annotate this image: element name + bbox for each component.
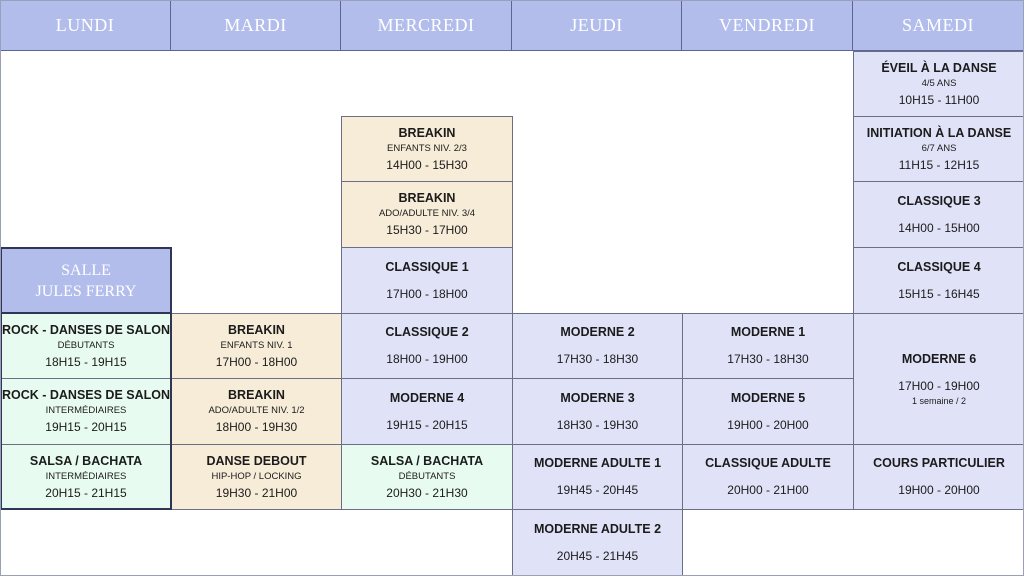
class-title: MODERNE 1 [730, 325, 806, 339]
class-title: MODERNE 2 [560, 325, 635, 339]
class-time: 15H30 - 17H00 [386, 223, 468, 237]
class-note: 1 semaine / 2 [911, 395, 967, 406]
class-time: 11H15 - 12H15 [898, 157, 980, 172]
class-level: INTERMÉDIAIRES [45, 470, 127, 482]
class-title: ROCK - DANSES DE SALON [1, 388, 171, 402]
class-cell-breakin-ado-mer[interactable]: BREAKIN ADO/ADULTE NIV. 3/4 15H30 - 17H00 [341, 181, 513, 248]
class-time: 17H30 - 18H30 [556, 352, 639, 366]
class-time: 20H00 - 21H00 [727, 483, 809, 497]
class-time: 17H00 - 19H00 [898, 378, 980, 393]
class-time: 18H15 - 19H15 [45, 354, 127, 369]
class-time: 19H15 - 20H15 [386, 417, 468, 432]
class-cell-classique-4[interactable]: CLASSIQUE 4 15H15 - 16H45 [853, 247, 1024, 314]
class-level: ENFANTS NIV. 2/3 [387, 142, 467, 154]
class-level: ENFANTS NIV. 1 [220, 339, 293, 351]
class-time: 18H30 - 19H30 [556, 417, 639, 432]
class-title: BREAKIN [398, 125, 456, 140]
class-cell-cours-particulier[interactable]: COURS PARTICULIER 19H00 - 20H00 [853, 444, 1024, 510]
class-title: MODERNE 3 [560, 390, 635, 405]
class-cell-rock-inter[interactable]: ROCK - DANSES DE SALON INTERMÉDIAIRES 19H1… [0, 378, 172, 445]
class-time: 17H00 - 18H00 [386, 286, 468, 301]
class-time: 14H00 - 15H00 [898, 220, 980, 235]
room-label-line1: SALLE [61, 261, 111, 279]
class-cell-classique-adulte[interactable]: CLASSIQUE ADULTE 20H00 - 21H00 [682, 444, 854, 510]
class-title: CLASSIQUE ADULTE [705, 456, 831, 470]
class-cell-salsa-lun[interactable]: SALSA / BACHATA INTERMÉDIAIRES 20H15 - 21H… [0, 444, 172, 510]
class-cell-moderne-2[interactable]: MODERNE 2 17H30 - 18H30 [512, 313, 683, 379]
class-level: ADO/ADULTE NIV. 3/4 [378, 208, 476, 219]
class-cell-salsa-mer[interactable]: SALSA / BACHATA DÉBUTANTS 20H30 - 21H30 [341, 444, 513, 510]
class-time: 19H00 - 20H00 [898, 483, 980, 497]
room-label-line2: JULES FERRY [35, 282, 137, 300]
class-cell-initiation[interactable]: INITIATION À LA DANSE 6/7 ANS 11H15 - 12H1… [853, 116, 1024, 182]
class-time: 20H15 - 21H15 [45, 485, 127, 500]
class-title: BREAKIN [398, 191, 456, 205]
class-time: 17H30 - 18H30 [727, 352, 809, 366]
class-cell-moderne-4[interactable]: MODERNE 4 19H15 - 20H15 [341, 378, 513, 445]
class-title: SALSA / BACHATA [29, 453, 143, 468]
class-cell-breakin-enfants-mar[interactable]: BREAKIN ENFANTS NIV. 1 17H00 - 18H00 [171, 313, 342, 379]
class-cell-rock-debutants[interactable]: ROCK - DANSES DE SALON DÉBUTANTS 18H15 - 1… [0, 313, 172, 379]
class-cell-moderne-adulte-1[interactable]: MODERNE ADULTE 1 19H45 - 20H45 [512, 444, 683, 510]
class-cell-breakin-ado-mar[interactable]: BREAKIN ADO/ADULTE NIV. 1/2 18H00 - 19H30 [171, 378, 342, 445]
day-header-mardi: MARDI [171, 0, 341, 51]
class-level: INTERMÉDIAIRES [45, 405, 127, 416]
class-time: 17H00 - 18H00 [215, 354, 298, 369]
class-cell-eveil[interactable]: ÉVEIL À LA DANSE 4/5 ANS 10H15 - 11H00 [853, 51, 1024, 117]
class-title: INITIATION À LA DANSE [866, 125, 1012, 140]
day-header-jeudi: JEUDI [512, 0, 682, 51]
class-time: 18H00 - 19H00 [386, 352, 468, 366]
class-time: 19H00 - 20H00 [727, 417, 809, 432]
class-time: 20H45 - 21H45 [556, 548, 639, 563]
class-title: DANSE DEBOUT [206, 453, 307, 468]
class-title: SALSA / BACHATA [370, 453, 484, 468]
class-title: CLASSIQUE 1 [385, 259, 469, 274]
class-cell-breakin-enfants-mer[interactable]: BREAKIN ENFANTS NIV. 2/3 14H00 - 15H30 [341, 116, 513, 182]
class-title: BREAKIN [228, 322, 285, 337]
class-level: 4/5 ANS [921, 77, 957, 89]
class-title: CLASSIQUE 3 [897, 193, 981, 208]
class-title: CLASSIQUE 4 [897, 259, 981, 274]
day-header-mercredi: MERCREDI [341, 0, 512, 51]
class-time: 15H15 - 16H45 [898, 286, 980, 301]
class-title: BREAKIN [228, 388, 285, 402]
class-cell-moderne-5[interactable]: MODERNE 5 19H00 - 20H00 [682, 378, 854, 445]
class-cell-classique-2[interactable]: CLASSIQUE 2 18H00 - 19H00 [341, 313, 513, 379]
day-header-lundi: LUNDI [0, 0, 171, 51]
class-cell-danse-debout[interactable]: DANSE DEBOUT HIP-HOP / LOCKING 19H30 - 21H… [171, 444, 342, 510]
class-time: 19H15 - 20H15 [45, 420, 127, 434]
class-cell-classique-1[interactable]: CLASSIQUE 1 17H00 - 18H00 [341, 247, 513, 314]
class-title: ÉVEIL À LA DANSE [881, 60, 997, 75]
class-title: COURS PARTICULIER [873, 456, 1005, 470]
class-cell-moderne-6[interactable]: MODERNE 6 17H00 - 19H00 1 semaine / 2 [853, 313, 1024, 445]
class-title: MODERNE ADULTE 1 [533, 456, 662, 470]
class-cell-classique-3[interactable]: CLASSIQUE 3 14H00 - 15H00 [853, 181, 1024, 248]
class-time: 10H15 - 11H00 [898, 92, 980, 107]
class-time: 19H45 - 20H45 [556, 483, 639, 497]
class-time: 14H00 - 15H30 [386, 157, 468, 172]
class-time: 19H30 - 21H00 [215, 485, 298, 500]
room-label-jules-ferry: SALLE JULES FERRY [0, 247, 172, 314]
class-time: 18H00 - 19H30 [215, 420, 298, 434]
class-title: MODERNE 6 [901, 351, 977, 366]
class-cell-moderne-adulte-2[interactable]: MODERNE ADULTE 2 20H45 - 21H45 [512, 509, 683, 576]
class-level: ADO/ADULTE NIV. 1/2 [208, 405, 305, 416]
class-title: MODERNE 5 [730, 390, 806, 405]
class-cell-moderne-3[interactable]: MODERNE 3 18H30 - 19H30 [512, 378, 683, 445]
class-level: HIP-HOP / LOCKING [211, 470, 302, 482]
class-level: 6/7 ANS [921, 142, 957, 154]
class-title: MODERNE ADULTE 2 [533, 521, 662, 536]
day-header-vendredi: VENDREDI [682, 0, 853, 51]
day-header-samedi: SAMEDI [853, 0, 1024, 51]
class-time: 20H30 - 21H30 [386, 485, 468, 500]
class-level: DÉBUTANTS [57, 339, 115, 351]
class-cell-moderne-1[interactable]: MODERNE 1 17H30 - 18H30 [682, 313, 854, 379]
class-title: MODERNE 4 [389, 390, 465, 405]
class-title: ROCK - DANSES DE SALON [1, 322, 171, 337]
class-level: DÉBUTANTS [398, 470, 456, 482]
class-title: CLASSIQUE 2 [385, 325, 469, 339]
